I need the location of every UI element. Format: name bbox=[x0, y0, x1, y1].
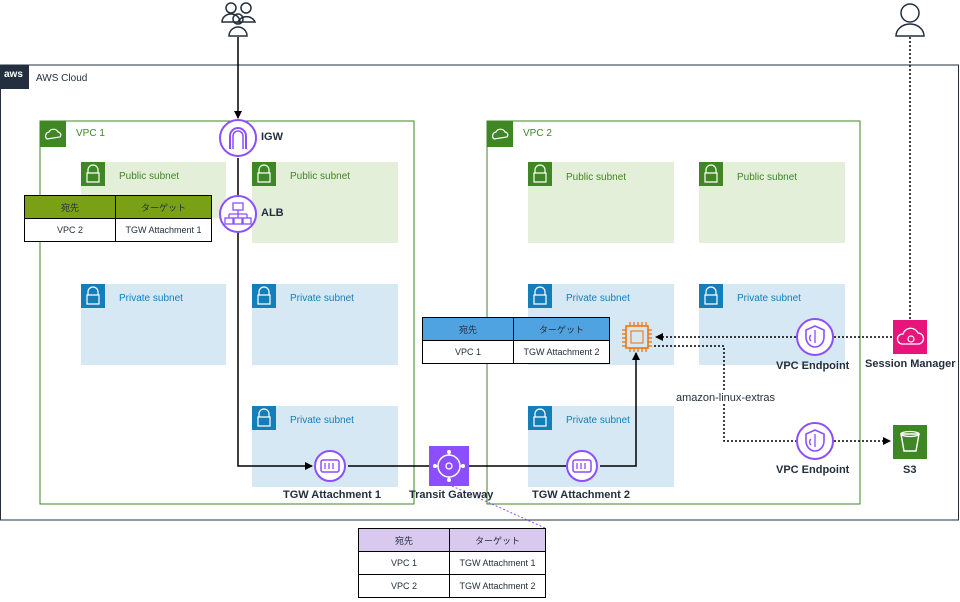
route-table-header-target: ターゲット bbox=[449, 528, 546, 552]
vpc2-private-subnet-c bbox=[528, 406, 674, 487]
tgw-attachment-2-label: TGW Attachment 2 bbox=[532, 489, 630, 501]
transit-gateway-icon bbox=[429, 446, 469, 486]
aws-cloud-boundary bbox=[0, 64, 959, 521]
vpc1-label: VPC 1 bbox=[76, 128, 105, 139]
vpc2-label: VPC 2 bbox=[523, 128, 552, 139]
route-table-cell: TGW Attachment 1 bbox=[115, 218, 212, 242]
alb-to-tgw-attachment1-arrow bbox=[237, 232, 313, 470]
route-table-cell: VPC 1 bbox=[358, 551, 450, 575]
route-table-header-target: ターゲット bbox=[115, 195, 212, 219]
session-manager-label: Session Manager bbox=[865, 358, 956, 370]
vpc-endpoint-s3-label: VPC Endpoint bbox=[776, 464, 850, 476]
vpc2-private-subnet-b-label: Private subnet bbox=[737, 293, 801, 304]
session-manager-icon bbox=[893, 320, 927, 354]
tgw-attachment-2-icon bbox=[566, 450, 598, 482]
vpc1-private-subnet-a bbox=[81, 284, 226, 365]
vpc2-public-subnet-a-label: Public subnet bbox=[566, 172, 627, 183]
alb-icon bbox=[219, 195, 257, 233]
route-table-tgw: 宛先 ターゲット VPC 1 TGW Attachment 1 VPC 2 TG… bbox=[358, 528, 546, 598]
vpc-endpoint-ssm-label: VPC Endpoint bbox=[776, 360, 850, 372]
route-table-cell: TGW Attachment 2 bbox=[513, 340, 610, 364]
vpc2-public-subnet-b bbox=[699, 162, 845, 243]
vpc1-public-subnet-b bbox=[252, 162, 398, 243]
tgw-attachment2-to-ec2-arrow bbox=[600, 352, 640, 467]
route-table-vpc2: 宛先 ターゲット VPC 1 TGW Attachment 2 bbox=[422, 317, 610, 364]
route-table-header-target: ターゲット bbox=[513, 317, 610, 341]
route-table-header-destination: 宛先 bbox=[24, 195, 116, 219]
route-table-cell: VPC 2 bbox=[24, 218, 116, 242]
subnet-lock-icons bbox=[81, 162, 723, 430]
route-table-vpc1: 宛先 ターゲット VPC 2 TGW Attachment 1 bbox=[24, 195, 212, 242]
tgw-attachment-1-icon bbox=[314, 450, 346, 482]
vpc1-private-subnet-a-label: Private subnet bbox=[119, 293, 183, 304]
vpc2-private-subnet-c-label: Private subnet bbox=[566, 415, 630, 426]
alb-label: ALB bbox=[261, 207, 284, 219]
igw-icon bbox=[219, 119, 257, 157]
vpc1-private-subnet-c-label: Private subnet bbox=[290, 415, 354, 426]
s3-label: S3 bbox=[903, 464, 917, 476]
s3-icon bbox=[893, 425, 927, 459]
route-table-cell: TGW Attachment 1 bbox=[449, 551, 546, 575]
vpc2-private-subnet-a-label: Private subnet bbox=[566, 293, 630, 304]
aws-cloud-label: AWS Cloud bbox=[36, 73, 88, 84]
vpc1-private-subnet-b-label: Private subnet bbox=[290, 293, 354, 304]
vpc1-public-subnet-b-label: Public subnet bbox=[290, 171, 351, 182]
aws-logo-icon bbox=[1, 65, 29, 89]
vpc1-boundary bbox=[39, 120, 415, 505]
route-table-cell: VPC 1 bbox=[422, 340, 514, 364]
tgw-attachment-1-label: TGW Attachment 1 bbox=[283, 489, 381, 501]
igw-label: IGW bbox=[261, 131, 283, 143]
vpc2-public-subnet-b-label: Public subnet bbox=[737, 172, 798, 183]
vpc-endpoint-ssm-icon bbox=[796, 318, 834, 356]
vpc2-public-subnet-a bbox=[528, 162, 674, 243]
vpc1-icon bbox=[40, 121, 66, 147]
vpc1-private-subnet-b bbox=[252, 284, 398, 365]
users-icon bbox=[221, 2, 257, 37]
vpc-endpoint-s3-icon bbox=[796, 422, 834, 460]
route-table-cell: VPC 2 bbox=[358, 574, 450, 598]
route-table-cell: TGW Attachment 2 bbox=[449, 574, 546, 598]
vpc1-public-subnet-a-label: Public subnet bbox=[119, 171, 180, 182]
amazon-linux-extras-label: amazon-linux-extras bbox=[674, 392, 778, 404]
aws-logo-text: aws bbox=[4, 69, 23, 80]
user-icon bbox=[895, 3, 925, 37]
route-table-header-destination: 宛先 bbox=[422, 317, 514, 341]
tgw-to-route-table-dotted bbox=[451, 485, 546, 529]
route-table-header-destination: 宛先 bbox=[358, 528, 450, 552]
vpc2-boundary bbox=[486, 120, 861, 505]
transit-gateway-label: Transit Gateway bbox=[409, 489, 494, 501]
ec2-instance-icon bbox=[622, 322, 652, 352]
vpc2-icon bbox=[487, 121, 513, 147]
